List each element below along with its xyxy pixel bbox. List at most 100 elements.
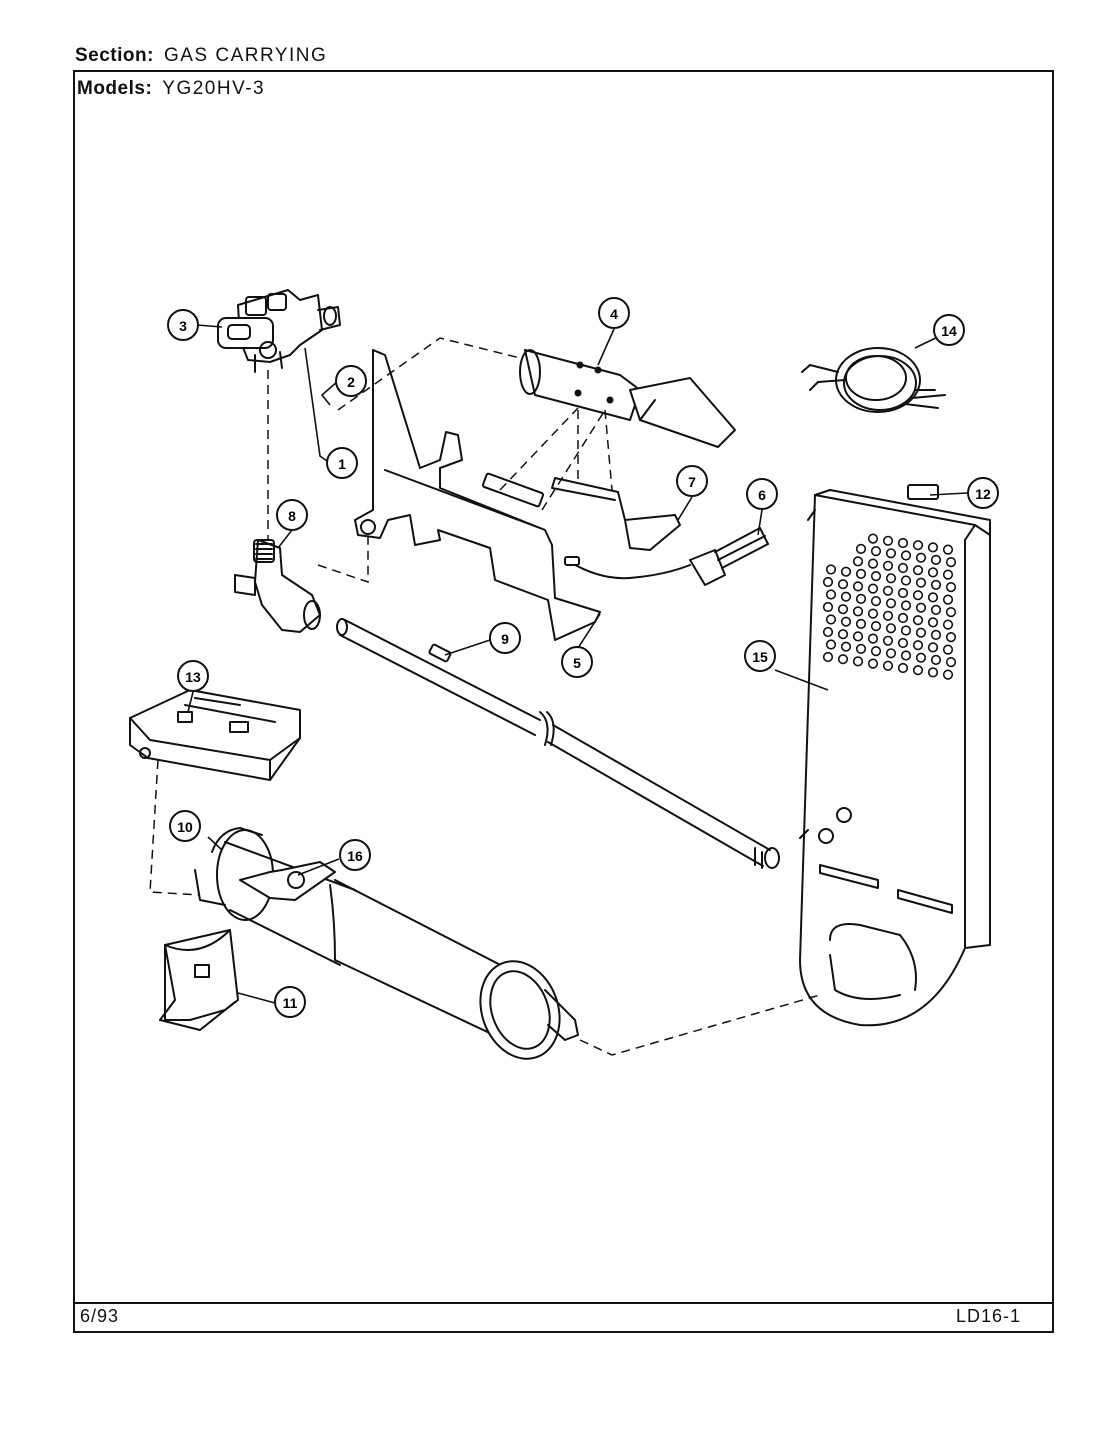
callout-circle: [339, 839, 371, 871]
perforation-hole: [840, 641, 852, 652]
perforation-hole: [882, 535, 894, 546]
ignitor: [564, 527, 769, 586]
perforation-hole: [867, 558, 879, 569]
perforation-hole: [837, 579, 849, 590]
perforation-hole: [867, 533, 879, 544]
perforation-hole: [927, 642, 939, 653]
perforation-hole: [867, 608, 879, 619]
perforation-hole: [885, 548, 897, 559]
perforation-hole: [855, 618, 867, 630]
callout-2: 2: [335, 365, 367, 397]
perforation-hole: [942, 569, 954, 580]
perforation-hole: [852, 656, 864, 667]
perforation-hole: [930, 654, 942, 666]
perforation-hole: [855, 568, 867, 580]
callout-circle: [746, 478, 778, 510]
perforation-hole: [837, 654, 849, 665]
perforation-hole: [882, 635, 894, 646]
burner-tube: [194, 827, 579, 1060]
perforation-hole: [945, 581, 957, 593]
callout-circle: [167, 309, 199, 341]
callout-12: 12: [967, 477, 999, 509]
perforation-hole: [912, 590, 924, 601]
burner-hood: [519, 349, 736, 448]
perforation-hole: [822, 651, 834, 663]
perforation-hole: [867, 633, 879, 644]
callout-number: 4: [610, 306, 618, 322]
perforation-hole: [852, 631, 864, 642]
perforation-hole: [870, 545, 882, 557]
perforation-hole: [912, 540, 924, 551]
models-header: Models: YG20HV-3: [77, 78, 265, 100]
ignitor-bracket: [551, 477, 681, 551]
perforation-hole: [837, 629, 849, 640]
perforation-hole: [912, 615, 924, 626]
perforation-hole: [822, 576, 834, 588]
perforation-hole: [897, 562, 909, 574]
perforation-hole: [942, 594, 954, 605]
perforation-hole: [900, 575, 912, 586]
callout-number: 7: [688, 474, 696, 490]
perforation-hole: [852, 556, 864, 567]
gas-valve: [217, 289, 341, 373]
wiring-harness: [801, 347, 946, 413]
callout-number: 1: [338, 456, 346, 472]
callout-number: 9: [501, 631, 509, 647]
perforation-hole: [897, 612, 909, 624]
perforation-hole: [855, 643, 867, 655]
gas-pipe: [336, 618, 780, 869]
callout-number: 11: [283, 995, 298, 1011]
callout-circle: [335, 365, 367, 397]
perforation-hole: [927, 592, 939, 603]
callout-15: 15: [744, 640, 776, 672]
perforation-hole: [927, 567, 939, 578]
perforation-hole: [855, 543, 867, 555]
section-value: GAS CARRYING: [163, 45, 328, 66]
perforation-hole: [870, 595, 882, 607]
alignment-lines: [149, 337, 821, 1056]
models-value: YG20HV-3: [162, 78, 266, 99]
callout-circle: [177, 660, 209, 692]
perforation-hole: [840, 591, 852, 602]
callout-number: 14: [941, 323, 957, 339]
perforation-hole: [930, 604, 942, 616]
perforation-hole: [942, 544, 954, 555]
callout-number: 13: [185, 669, 201, 685]
perforation-hole: [840, 616, 852, 627]
perforation-hole: [927, 667, 939, 678]
callout-number: 15: [752, 649, 768, 665]
perforation-hole: [897, 662, 909, 674]
callout-number: 12: [975, 486, 991, 502]
perforation-hole: [930, 554, 942, 566]
callout-circle: [744, 640, 776, 672]
perforation-hole: [885, 623, 897, 634]
perforation-hole: [870, 620, 882, 632]
vent-perforations: [822, 533, 957, 680]
perforation-hole: [882, 610, 894, 621]
perforation-hole: [867, 658, 879, 669]
perforation-hole: [900, 625, 912, 636]
perforation-hole: [837, 604, 849, 615]
callout-circle: [169, 810, 201, 842]
perforation-hole: [945, 556, 957, 568]
perforation-hole: [942, 619, 954, 630]
perforation-hole: [930, 579, 942, 591]
footer-page-code: LD16-1: [956, 1306, 1022, 1326]
diagram-frame: [73, 70, 1054, 1333]
perforation-hole: [912, 640, 924, 651]
perforation-hole: [912, 565, 924, 576]
perforation-hole: [930, 629, 942, 641]
callout-circle: [326, 447, 358, 479]
perforation-hole: [900, 650, 912, 661]
perforation-hole: [942, 644, 954, 655]
callout-number: 10: [177, 819, 193, 835]
perforation-hole: [852, 606, 864, 617]
callout-11: 11: [274, 986, 306, 1018]
perforation-hole: [942, 669, 954, 680]
perforation-hole: [852, 581, 864, 592]
callout-number: 6: [758, 487, 766, 503]
models-label: Models:: [77, 78, 153, 99]
perforation-hole: [915, 577, 927, 588]
perforation-hole: [870, 645, 882, 657]
